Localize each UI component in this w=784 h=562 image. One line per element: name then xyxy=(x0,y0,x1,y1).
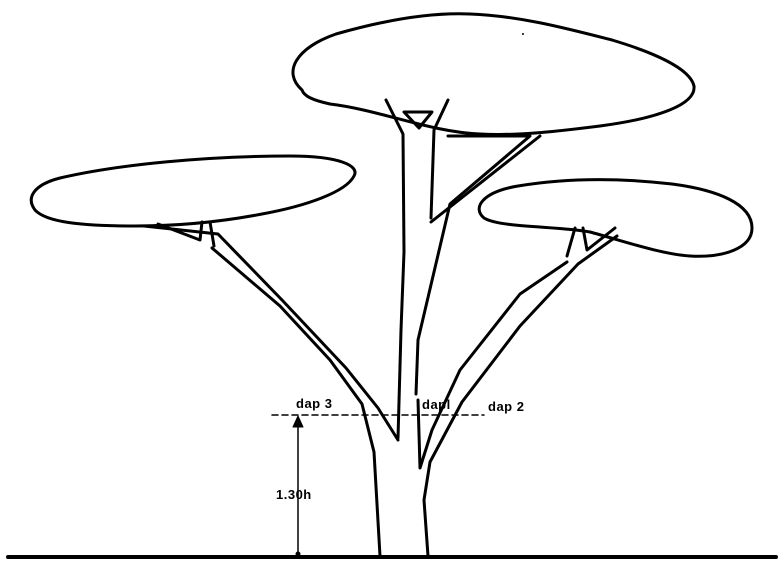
dap1-label: dapl xyxy=(422,398,451,411)
right-branch-left-edge xyxy=(567,228,575,256)
center-lower-branch xyxy=(418,262,567,468)
center-crown xyxy=(293,14,694,135)
height-arrow-head xyxy=(293,416,303,427)
left-crown xyxy=(31,156,355,226)
center-stem-left xyxy=(386,100,404,438)
crown-mark xyxy=(522,33,524,35)
height-label: 1.30h xyxy=(276,488,312,501)
right-branch-right-edge xyxy=(424,236,617,556)
center-stem-right xyxy=(431,100,448,218)
left-branch-top xyxy=(144,226,398,440)
right-crown xyxy=(479,180,752,257)
center-right-branch-inner xyxy=(431,136,540,222)
height-arrow-base xyxy=(296,552,301,557)
left-branch-inner xyxy=(210,222,214,246)
dap3-label: dap 3 xyxy=(296,397,332,410)
dap2-label: dap 2 xyxy=(488,400,524,413)
